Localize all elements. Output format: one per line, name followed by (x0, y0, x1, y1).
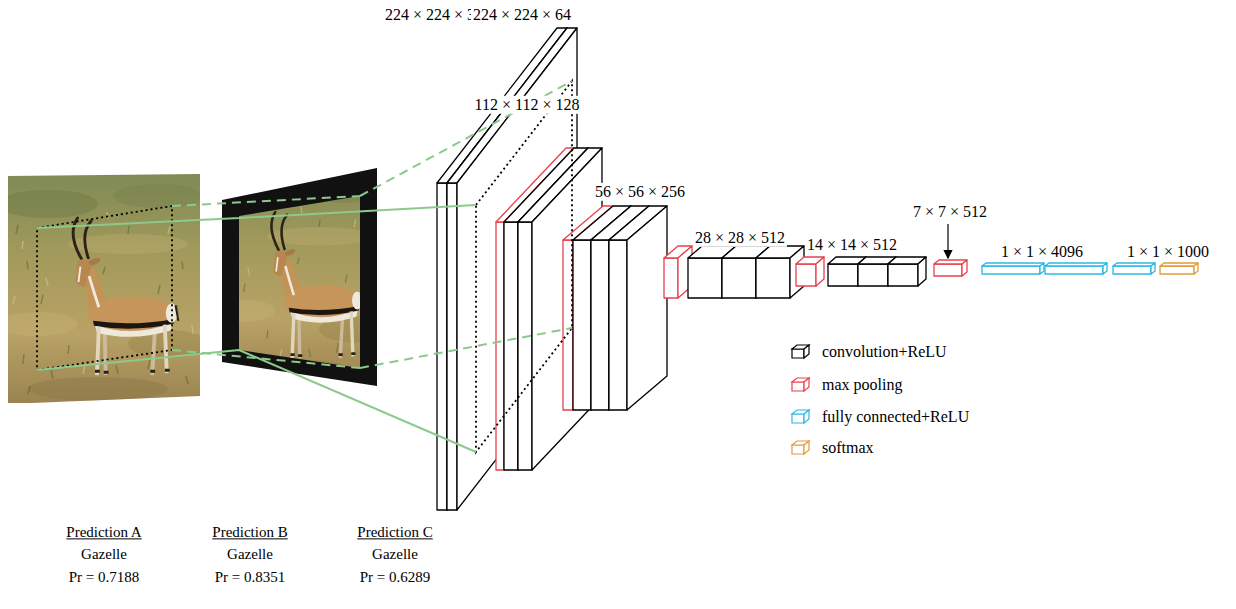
dimension-label: 224 × 224 × 64 (471, 6, 573, 24)
slab-face (888, 264, 918, 286)
legend-swatch (790, 408, 812, 426)
slab-face (982, 266, 1040, 274)
legend-text: max pooling (822, 376, 902, 394)
swatch-face (792, 414, 804, 423)
slab-face (1040, 263, 1044, 274)
slab-face (1160, 266, 1194, 274)
slab-face (1113, 266, 1151, 274)
dimension-label: 28 × 28 × 512 (693, 229, 787, 247)
slab-face (1103, 263, 1107, 274)
slab-face (504, 222, 518, 470)
probability: Pr = 0.7188 (67, 569, 142, 586)
dimension-label: 7 × 7 × 512 (911, 203, 989, 221)
slab-face (982, 263, 1044, 266)
legend-swatch (790, 439, 812, 457)
dimension-label: 112 × 112 × 128 (473, 96, 582, 114)
slab-face (918, 257, 926, 286)
slab-face (688, 258, 722, 298)
class-name: Gazelle (370, 546, 420, 563)
slab-face (609, 240, 627, 410)
layer-slab (796, 257, 824, 286)
slab-face (591, 240, 609, 410)
receptive-outline (476, 81, 572, 452)
dimension-label: 224 × 224 × 3 (383, 6, 477, 24)
legend-swatch (790, 343, 812, 361)
swatch-face (804, 378, 809, 391)
slab-face (828, 264, 858, 286)
legend-text: softmax (822, 439, 874, 457)
slab-face (1194, 263, 1198, 274)
dimension-label: 14 × 14 × 512 (805, 236, 899, 254)
legend-entry: max pooling (790, 375, 902, 395)
legend-entry: convolution+ReLU (790, 342, 947, 362)
legend-entry: softmax (790, 438, 874, 458)
slab-face (518, 222, 532, 470)
slab-face (934, 264, 962, 276)
slab-face (447, 183, 457, 510)
probability: Pr = 0.8351 (213, 569, 288, 586)
slab-face (858, 264, 888, 286)
slab-face (756, 258, 790, 298)
layer-slab (888, 257, 926, 286)
swatch-face (792, 445, 804, 454)
prediction-heading: Prediction A (64, 524, 143, 541)
slab-face (496, 222, 504, 470)
dimension-label: 56 × 56 × 256 (593, 183, 687, 201)
slab-face (816, 257, 824, 286)
layer-slab (518, 148, 602, 470)
swatch-face (804, 345, 809, 358)
slab-face (1151, 263, 1155, 274)
pointer-arrow (947, 224, 948, 258)
legend-entry: fully connected+ReLU (790, 407, 969, 427)
slab-face (1160, 263, 1198, 266)
legend-text: convolution+ReLU (822, 343, 947, 361)
swatch-face (792, 382, 804, 391)
layer-blocks (437, 28, 1198, 510)
input-photo (0, 174, 208, 403)
prediction-heading: Prediction B (210, 524, 289, 541)
legend-text: fully connected+ReLU (822, 408, 969, 426)
swatch-face (792, 349, 804, 358)
layer-slab (1160, 263, 1198, 274)
slab-face (573, 240, 591, 410)
dimension-label: 1 × 1 × 1000 (1125, 243, 1211, 261)
dimension-label: 1 × 1 × 4096 (999, 243, 1085, 261)
layer-slab (982, 263, 1044, 274)
slab-face (962, 260, 967, 276)
class-name: Gazelle (225, 546, 275, 563)
swatch-face (804, 441, 809, 454)
layer-slab (609, 206, 667, 410)
legend-swatch (790, 376, 812, 394)
swatch-face (804, 410, 809, 423)
slab-face (627, 206, 667, 410)
probability: Pr = 0.6289 (358, 569, 433, 586)
prediction-heading: Prediction C (355, 524, 434, 541)
layer-slab (934, 260, 967, 276)
slab-face (796, 264, 816, 286)
slab-face (722, 258, 756, 298)
class-name: Gazelle (79, 546, 129, 563)
layer-slab (1045, 263, 1107, 274)
crop-outline (37, 206, 172, 370)
slab-face (1045, 263, 1107, 266)
slab-face (1045, 266, 1103, 274)
layer-slab (1113, 263, 1155, 274)
slab-face (437, 183, 447, 510)
slab-face (1113, 263, 1155, 266)
projection-lines (37, 81, 572, 452)
slab-face (664, 258, 678, 298)
